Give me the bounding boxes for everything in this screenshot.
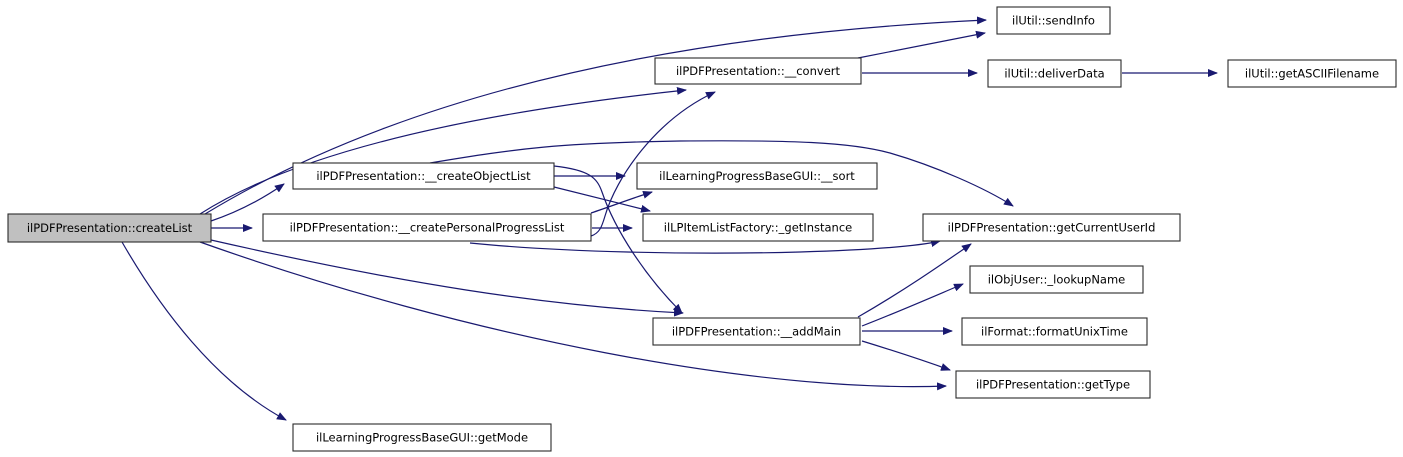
graph-node-createPersonalProgressList[interactable]: ilPDFPresentation::__createPersonalProgr… bbox=[262, 213, 592, 242]
node-box-sort[interactable] bbox=[636, 162, 878, 190]
node-label-createPersonalProgressList: ilPDFPresentation::__createPersonalProgr… bbox=[290, 221, 565, 235]
call-edge-addMain-to-getCurrentUserId bbox=[857, 243, 972, 318]
node-label-deliverData: ilUtil::deliverData bbox=[1004, 67, 1104, 81]
call-edge-addMain-to-lookupName bbox=[861, 283, 964, 327]
node-label-createObjectList: ilPDFPresentation::__createObjectList bbox=[316, 169, 531, 183]
call-edge-createPersonalProgressList-to-sort bbox=[590, 190, 653, 214]
node-label-sendInfo: ilUtil::sendInfo bbox=[1012, 14, 1095, 28]
graph-node-getASCIIFilename[interactable]: ilUtil::getASCIIFilename bbox=[1227, 59, 1397, 88]
node-box-convert[interactable] bbox=[654, 57, 862, 85]
node-box-addMain[interactable] bbox=[652, 317, 861, 346]
node-box-formatUnixTime[interactable] bbox=[961, 317, 1148, 346]
call-edge-addMain-to-getType bbox=[861, 340, 951, 371]
graph-node-convert[interactable]: ilPDFPresentation::__convert bbox=[654, 57, 862, 85]
node-box-getInstance[interactable] bbox=[642, 213, 874, 242]
call-edge-createList-to-getType bbox=[199, 241, 947, 391]
call-edge-createList-to-createObjectList bbox=[210, 183, 285, 222]
node-label-addMain: ilPDFPresentation::__addMain bbox=[672, 325, 841, 339]
call-edge-createList-to-getMode bbox=[121, 241, 287, 421]
node-label-lookupName: ilObjUser::_lookupName bbox=[988, 273, 1126, 287]
node-box-deliverData[interactable] bbox=[987, 59, 1122, 88]
call-edge-createList-to-sendInfo bbox=[204, 16, 987, 215]
node-label-formatUnixTime: ilFormat::formatUnixTime bbox=[981, 325, 1128, 339]
node-label-getCurrentUserId: ilPDFPresentation::getCurrentUserId bbox=[948, 221, 1156, 235]
node-box-lookupName[interactable] bbox=[969, 265, 1144, 294]
graph-node-deliverData[interactable]: ilUtil::deliverData bbox=[987, 59, 1122, 88]
node-label-convert: ilPDFPresentation::__convert bbox=[676, 64, 841, 78]
call-edge-createPersonalProgressList-to-convert bbox=[590, 91, 716, 237]
graph-node-lookupName[interactable]: ilObjUser::_lookupName bbox=[969, 265, 1144, 294]
node-box-createList[interactable] bbox=[7, 213, 212, 243]
call-edge-convert-to-sendInfo bbox=[857, 30, 986, 59]
node-label-sort: ilLearningProgressBaseGUI::__sort bbox=[659, 169, 855, 183]
graph-node-createObjectList[interactable]: ilPDFPresentation::__createObjectList bbox=[292, 162, 555, 190]
node-label-getASCIIFilename: ilUtil::getASCIIFilename bbox=[1245, 67, 1379, 81]
node-box-createObjectList[interactable] bbox=[292, 162, 555, 190]
node-label-getType: ilPDFPresentation::getType bbox=[976, 378, 1130, 392]
graph-node-getType[interactable]: ilPDFPresentation::getType bbox=[955, 370, 1151, 399]
graph-node-formatUnixTime[interactable]: ilFormat::formatUnixTime bbox=[961, 317, 1148, 346]
graph-node-addMain[interactable]: ilPDFPresentation::__addMain bbox=[652, 317, 861, 346]
graph-node-createList[interactable]: ilPDFPresentation::createList bbox=[7, 213, 212, 243]
call-edge-createList-to-addMain bbox=[210, 239, 684, 317]
graph-node-getMode[interactable]: ilLearningProgressBaseGUI::getMode bbox=[292, 423, 552, 452]
node-box-getASCIIFilename[interactable] bbox=[1227, 59, 1397, 88]
node-box-getCurrentUserId[interactable] bbox=[922, 213, 1181, 242]
call-edge-createPersonalProgressList-to-getCurrentUserId bbox=[469, 239, 941, 254]
node-label-createList: ilPDFPresentation::createList bbox=[27, 221, 193, 235]
call-edge-createObjectList-to-addMain bbox=[553, 165, 683, 314]
node-box-getMode[interactable] bbox=[292, 423, 552, 452]
node-label-getInstance: ilLPItemListFactory::_getInstance bbox=[664, 221, 852, 235]
call-edge-createObjectList-to-getInstance bbox=[553, 186, 651, 213]
node-label-getMode: ilLearningProgressBaseGUI::getMode bbox=[316, 431, 528, 445]
node-box-sendInfo[interactable] bbox=[996, 6, 1111, 35]
call-edge-createObjectList-to-getCurrentUserId bbox=[429, 140, 1014, 207]
graph-node-sort[interactable]: ilLearningProgressBaseGUI::__sort bbox=[636, 162, 878, 190]
graph-node-sendInfo[interactable]: ilUtil::sendInfo bbox=[996, 6, 1111, 35]
node-box-createPersonalProgressList[interactable] bbox=[262, 213, 592, 242]
graph-node-getCurrentUserId[interactable]: ilPDFPresentation::getCurrentUserId bbox=[922, 213, 1181, 242]
graph-node-getInstance[interactable]: ilLPItemListFactory::_getInstance bbox=[642, 213, 874, 242]
call-edge-createList-to-convert bbox=[199, 86, 687, 215]
node-box-getType[interactable] bbox=[955, 370, 1151, 399]
